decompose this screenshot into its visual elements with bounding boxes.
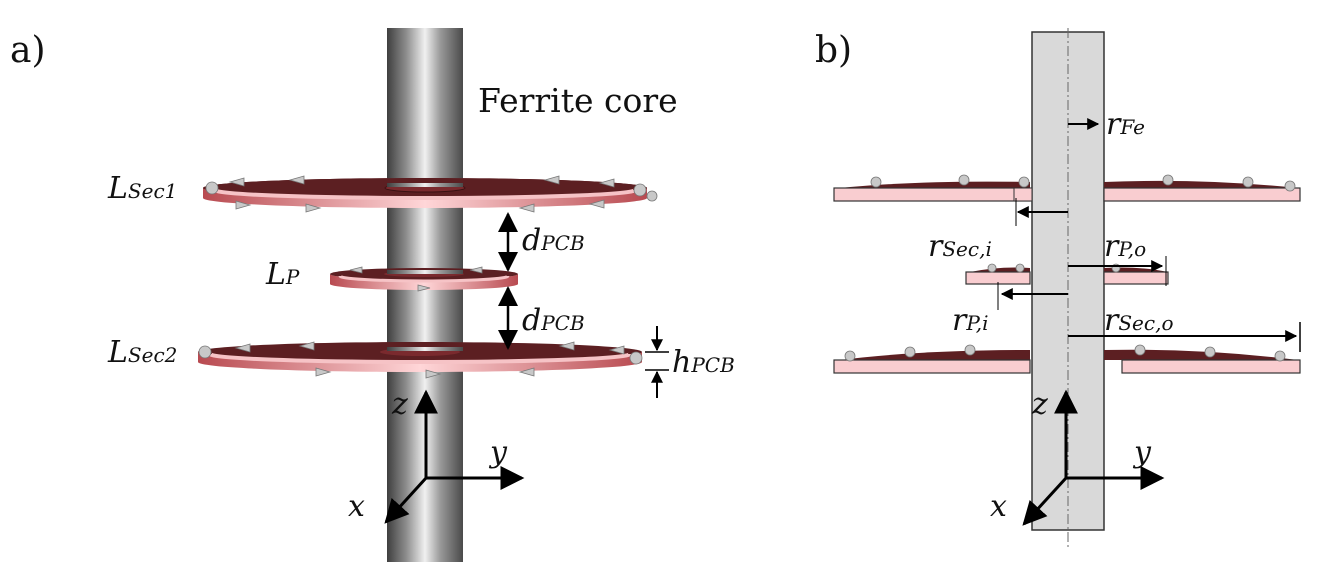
r-p-o-label: rP,o [1104, 229, 1146, 264]
current-arrows-b [844, 174, 1296, 362]
axis-x-label-b: x [990, 489, 1007, 524]
axes-b [1022, 389, 1165, 526]
r-sec-i-label: rSec,i [928, 229, 992, 264]
coil-sec1 [203, 178, 647, 208]
ferrite-core-label: Ferrite core [478, 81, 678, 120]
coil-p [330, 268, 518, 290]
axis-z-label-b: z [1031, 387, 1048, 422]
coil-sec2 [198, 342, 642, 372]
axis-y-label-a: y [488, 435, 508, 470]
gap-top-label: dPCB [522, 223, 585, 258]
pcb-sec2-section [833, 349, 1301, 374]
thickness-arrows [645, 326, 669, 398]
current-arrows-a [198, 175, 658, 379]
panel-b-label: b) [815, 30, 852, 71]
axes-a [384, 389, 525, 524]
panel-a-label: a) [10, 30, 46, 71]
axis-x-label-a: x [348, 489, 365, 524]
panel-b: b) [815, 28, 1301, 548]
coil-p-label: LP [265, 257, 300, 292]
r-p-i-label: rP,i [952, 303, 989, 338]
r-sec-o-label: rSec,o [1104, 303, 1173, 338]
thickness-label: hPCB [672, 345, 735, 380]
axis-z-label-a: z [391, 387, 408, 422]
coil-sec2-label: LSec2 [107, 335, 177, 370]
coil-sec1-label: LSec1 [107, 171, 177, 206]
r-fe-label: rFe [1106, 107, 1145, 142]
panel-a: a) [10, 28, 735, 562]
gap-bottom-label: dPCB [522, 303, 585, 338]
axis-y-label-b: y [1132, 435, 1152, 470]
ferrite-core [387, 28, 463, 562]
